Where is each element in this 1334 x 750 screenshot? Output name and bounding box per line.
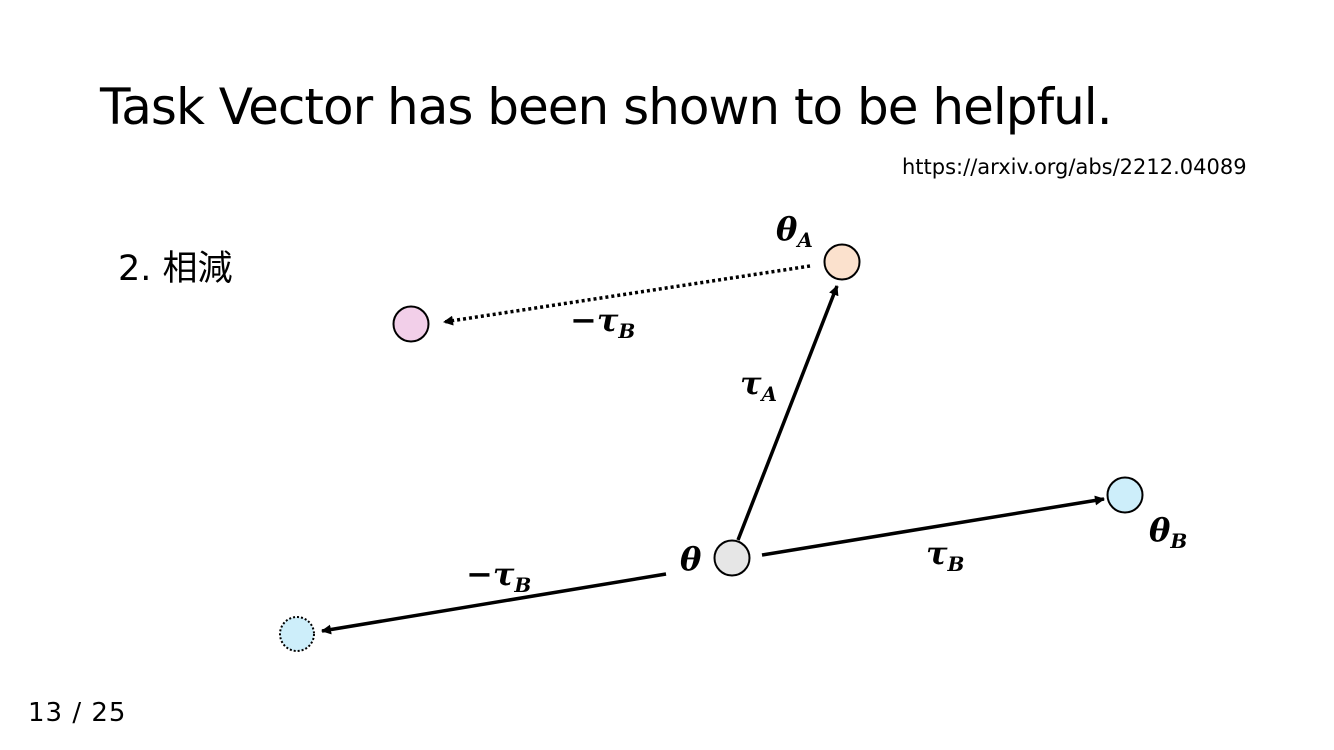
- neg-tau-b-top-arrow: [443, 264, 811, 326]
- slide-title: Task Vector has been shown to be helpful…: [100, 78, 1113, 136]
- page-number: 13 / 25: [28, 698, 126, 728]
- theta-label: θ: [680, 540, 702, 578]
- theta-b-node: [1106, 476, 1144, 514]
- result-top-node: [392, 305, 430, 343]
- page-separator: /: [72, 698, 83, 728]
- theta-node: [713, 539, 751, 577]
- page-total: 25: [91, 698, 127, 728]
- theta-a-node: [823, 243, 861, 281]
- neg-tau-b-bottom-label: −τB: [466, 555, 531, 597]
- reference-link[interactable]: https://arxiv.org/abs/2212.04089: [902, 155, 1247, 179]
- tau-b-label: τB: [926, 534, 964, 576]
- theta-a-label: θA: [776, 210, 813, 252]
- tau-a-label: τA: [740, 364, 777, 406]
- theta-b-label: θB: [1149, 511, 1187, 553]
- neg-tau-b-bottom-arrow: [321, 572, 667, 635]
- tau-a-arrow: [736, 285, 839, 541]
- result-bottom-node: [279, 616, 315, 652]
- tau-b-arrow: [761, 495, 1105, 557]
- neg-tau-b-top-label: −τB: [570, 301, 635, 343]
- page-current: 13: [28, 698, 64, 728]
- slide-subtitle: 2. 相減: [118, 249, 233, 289]
